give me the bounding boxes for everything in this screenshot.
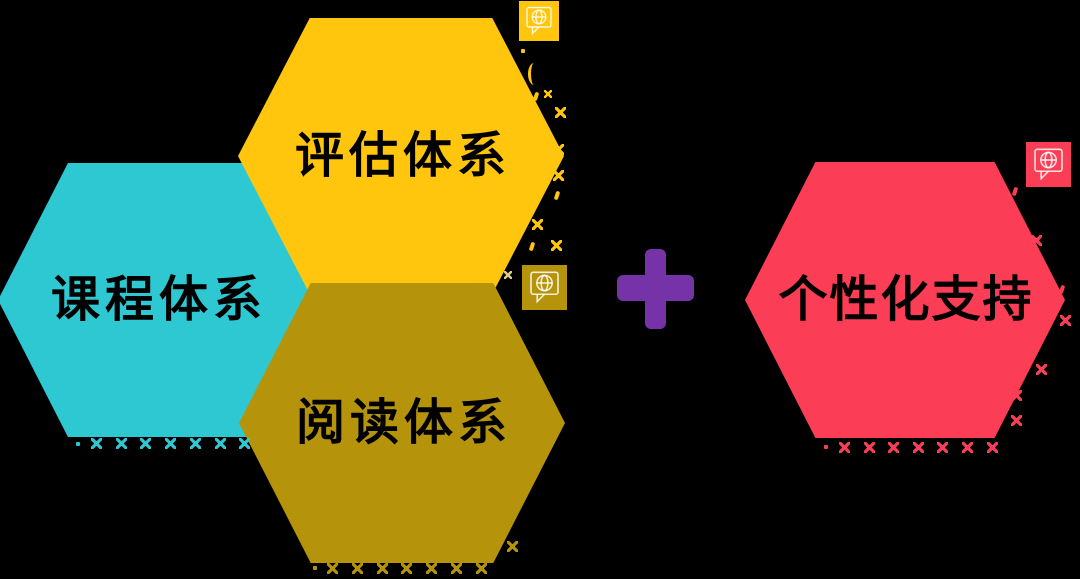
- stitch-x-mark: [888, 442, 900, 453]
- hexagon-reading[interactable]: 阅读体系: [239, 283, 565, 563]
- stitch-x-mark: [1060, 315, 1071, 326]
- stitch-x-mark: [553, 170, 564, 181]
- stitch-x-mark: [555, 107, 566, 118]
- stitch-mark: [553, 190, 561, 201]
- stitch-x-mark: [239, 438, 251, 449]
- stitch-x-mark: [165, 438, 177, 449]
- stitch-x-mark: [551, 240, 562, 251]
- stitch-x-mark: [91, 438, 102, 449]
- stitch-x-mark: [1011, 415, 1022, 426]
- stitch-mark: [76, 442, 80, 446]
- stitch-x-mark: [912, 442, 924, 453]
- stitch-x-mark: [553, 144, 564, 155]
- stitch-x-mark: [426, 563, 438, 574]
- stitch-x-mark: [351, 563, 363, 574]
- stitch-x-mark: [475, 563, 487, 574]
- hexagon-support-label: 个性化支持: [778, 272, 1034, 327]
- hexagon-evaluation-label: 评估体系: [294, 128, 511, 183]
- stitch-mark: [521, 49, 525, 53]
- stitch-x-mark: [504, 271, 512, 279]
- stitch-x-mark: [115, 438, 127, 449]
- stitch-x-mark: [986, 442, 998, 453]
- speech-bubble-globe-icon[interactable]: [519, 1, 559, 41]
- stitch-x-mark: [401, 563, 413, 574]
- stitch-x-mark: [962, 442, 973, 453]
- stitch-x-mark: [507, 541, 518, 552]
- stitch-x-mark: [451, 563, 462, 574]
- stitch-mark: [1058, 284, 1066, 295]
- hexagon-reading-label: 阅读体系: [295, 395, 512, 450]
- stitch-mark: [313, 566, 317, 570]
- stitch-x-mark: [376, 563, 388, 574]
- stitch-x-mark: [1031, 235, 1042, 246]
- stitch-x-mark: [327, 563, 338, 574]
- stitch-mark: [532, 91, 540, 102]
- stitch-x-mark: [1011, 390, 1022, 401]
- stitch-mark: [528, 241, 536, 252]
- stitch-x-mark: [839, 442, 850, 453]
- hexagon-curriculum-label: 课程体系: [50, 272, 267, 327]
- stitch-x-mark: [140, 438, 152, 449]
- stitch-x-mark: [189, 438, 201, 449]
- plus-connector-icon: [617, 249, 694, 329]
- stitch-mark: [1011, 186, 1019, 197]
- stitch-x-mark: [1036, 364, 1047, 375]
- speech-bubble-globe-icon[interactable]: [1026, 142, 1071, 187]
- stitch-x-mark: [532, 219, 543, 230]
- stitch-x-mark: [863, 442, 875, 453]
- hexagon-evaluation[interactable]: 评估体系: [238, 18, 564, 294]
- stitch-mark: [824, 445, 828, 449]
- stitch-mark: [528, 63, 540, 85]
- hexagon-curriculum[interactable]: 课程体系: [0, 163, 316, 437]
- stitch-x-mark: [214, 438, 226, 449]
- speech-bubble-globe-icon[interactable]: [522, 265, 567, 310]
- stitch-x-mark: [544, 90, 552, 98]
- hexagon-support[interactable]: 个性化支持: [745, 162, 1065, 438]
- stitch-x-mark: [937, 442, 949, 453]
